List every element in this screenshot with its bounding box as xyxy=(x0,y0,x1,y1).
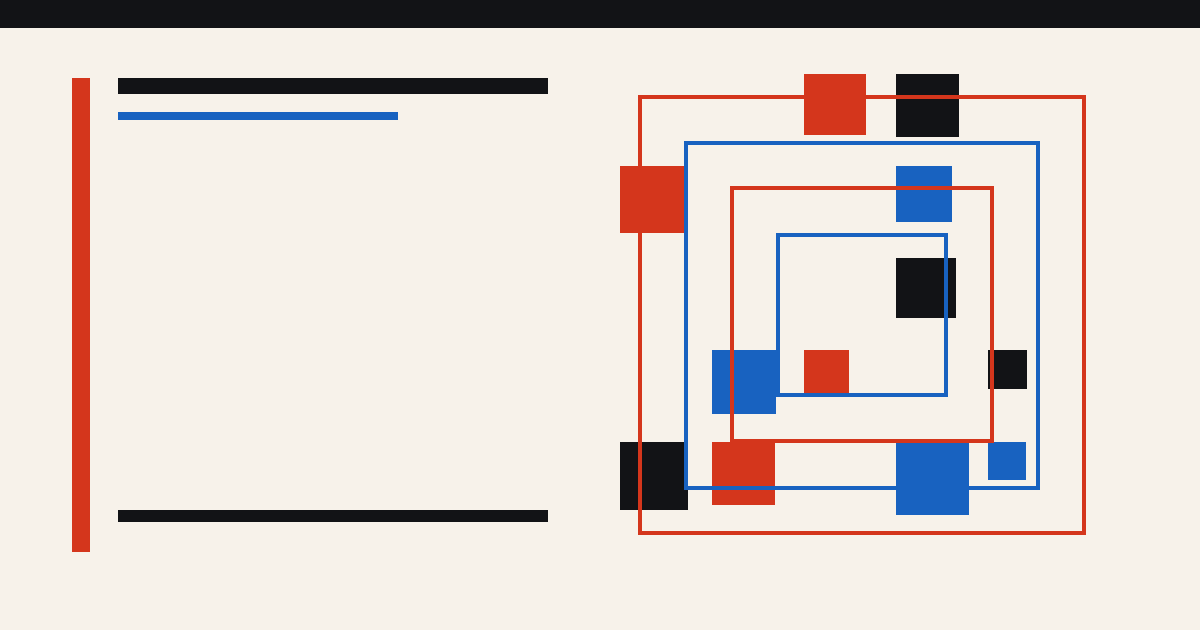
black-block xyxy=(620,442,688,510)
blue-block xyxy=(988,442,1026,480)
red-block xyxy=(620,166,685,233)
inner-blue-frame xyxy=(776,233,948,397)
outer-blue-frame xyxy=(684,141,1040,490)
red-block xyxy=(804,74,866,135)
red-block xyxy=(804,350,849,395)
top-bar xyxy=(0,0,1200,28)
blue-block xyxy=(712,350,776,414)
red-block xyxy=(712,442,775,505)
blue-block xyxy=(896,442,969,515)
inner-red-frame xyxy=(730,186,994,443)
outer-red-frame xyxy=(638,95,1086,535)
top-black-rule xyxy=(118,78,548,94)
black-block xyxy=(896,74,959,137)
blue-block xyxy=(896,166,952,222)
bottom-black-rule xyxy=(118,510,548,522)
black-block xyxy=(988,350,1027,389)
blue-rule xyxy=(118,112,398,120)
left-accent-bar xyxy=(72,78,90,552)
